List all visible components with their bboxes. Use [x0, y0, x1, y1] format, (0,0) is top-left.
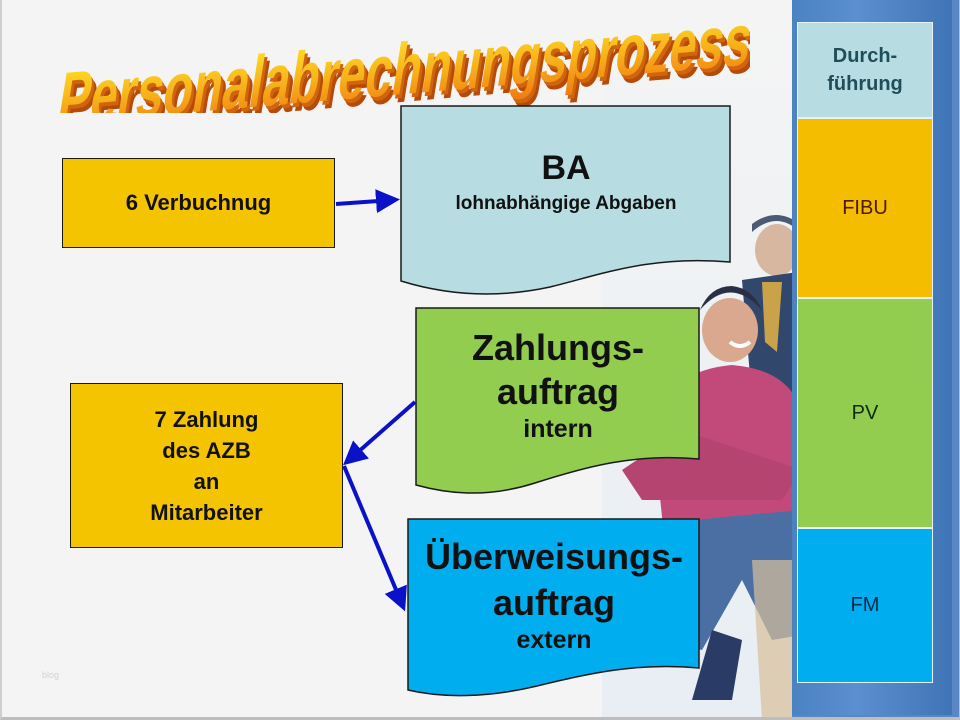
ba-heading: BA [541, 149, 591, 187]
arrow-zahlungsauftrag-to-zahlung [342, 400, 417, 466]
zahlungsauftrag-line-2: auftrag [496, 371, 619, 412]
zahlung-line-3: an [193, 468, 220, 494]
zahlungsauftrag-line-1: Zahlungs- [472, 327, 644, 368]
column-row-pv: PV [797, 298, 933, 528]
document-ueberweisungsauftrag: Überweisungs- auftrag extern [407, 518, 701, 700]
arrow-zahlung-to-ueberweisung [342, 465, 407, 612]
column-row-fm-label: FM [850, 594, 880, 616]
step-zahlung-box: 7 Zahlung des AZB an Mitarbeiter [70, 383, 343, 548]
zahlung-line-1: 7 Zahlung [154, 406, 259, 432]
column-header-line-1: Durch- [832, 45, 898, 67]
ba-subtitle: lohnabhängige Abgaben [455, 193, 677, 214]
ueberweisungsauftrag-line-2: auftrag [492, 582, 615, 623]
column-row-fm: FM [797, 528, 933, 683]
column-row-fibu-label: FIBU [842, 196, 888, 219]
column-header-durchfuehrung: Durch- führung [797, 22, 933, 118]
zahlung-line-4: Mitarbeiter [150, 499, 263, 525]
column-row-fibu: FIBU [797, 118, 933, 298]
watermark: blog [42, 670, 60, 680]
step-verbuchung-label: 6 Verbuchnug [125, 190, 272, 215]
ueberweisungsauftrag-subtitle: extern [516, 626, 592, 654]
step-verbuchung-box: 6 Verbuchnug [62, 158, 335, 248]
column-row-pv-label: PV [851, 401, 879, 424]
zahlungsauftrag-subtitle: intern [523, 415, 593, 443]
zahlung-line-2: des AZB [162, 437, 251, 463]
document-ba: BA lohnabhängige Abgaben [400, 105, 732, 295]
column-header-line-2: führung [827, 73, 903, 95]
ueberweisungsauftrag-line-1: Überweisungs- [424, 536, 684, 577]
document-zahlungsauftrag: Zahlungs- auftrag intern [415, 307, 701, 497]
arrow-verbuchung-to-ba [335, 189, 400, 214]
